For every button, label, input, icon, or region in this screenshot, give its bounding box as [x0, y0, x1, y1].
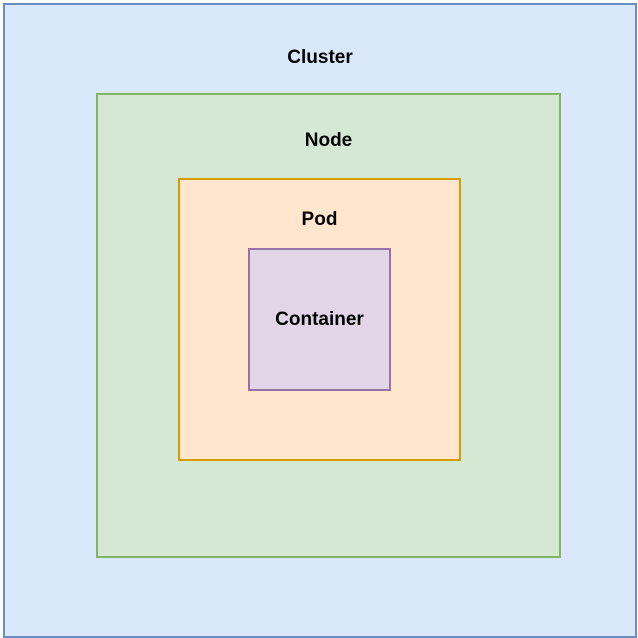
- node-label: Node: [304, 130, 353, 151]
- node-box: Node: [96, 93, 561, 558]
- container-label: Container: [275, 308, 364, 330]
- pod-label: Pod: [301, 209, 338, 230]
- container-box: Container: [248, 248, 391, 391]
- cluster-label: Cluster: [287, 47, 353, 68]
